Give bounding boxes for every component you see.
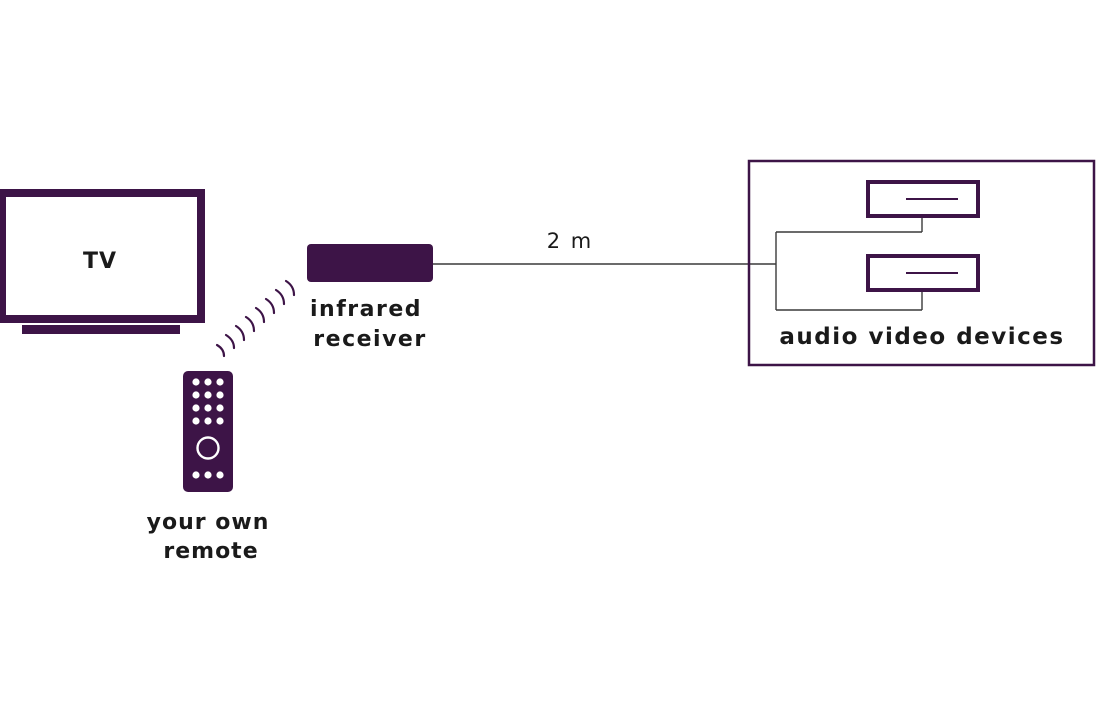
tv-icon — [0, 189, 205, 334]
cable-length-label: 2 m — [547, 229, 594, 253]
tv-screen — [0, 189, 205, 323]
infrared-receiver-icon — [307, 244, 433, 282]
remote-label-line2: remote — [163, 539, 258, 564]
devices-label: audio video devices — [779, 324, 1064, 350]
av-device-icon — [866, 180, 980, 218]
remote-control-icon — [183, 371, 233, 492]
receiver-label-line1: infrared — [310, 297, 422, 322]
tv-stand — [22, 325, 180, 334]
receiver-label-line2: receiver — [313, 327, 426, 352]
remote-label-line1: your own — [147, 510, 270, 535]
device-wiring — [775, 217, 923, 311]
devices-frame — [747, 159, 1096, 367]
infrared-signal-icon — [215, 279, 296, 358]
tv-label: TV — [83, 249, 117, 274]
av-device-icon — [866, 254, 980, 292]
